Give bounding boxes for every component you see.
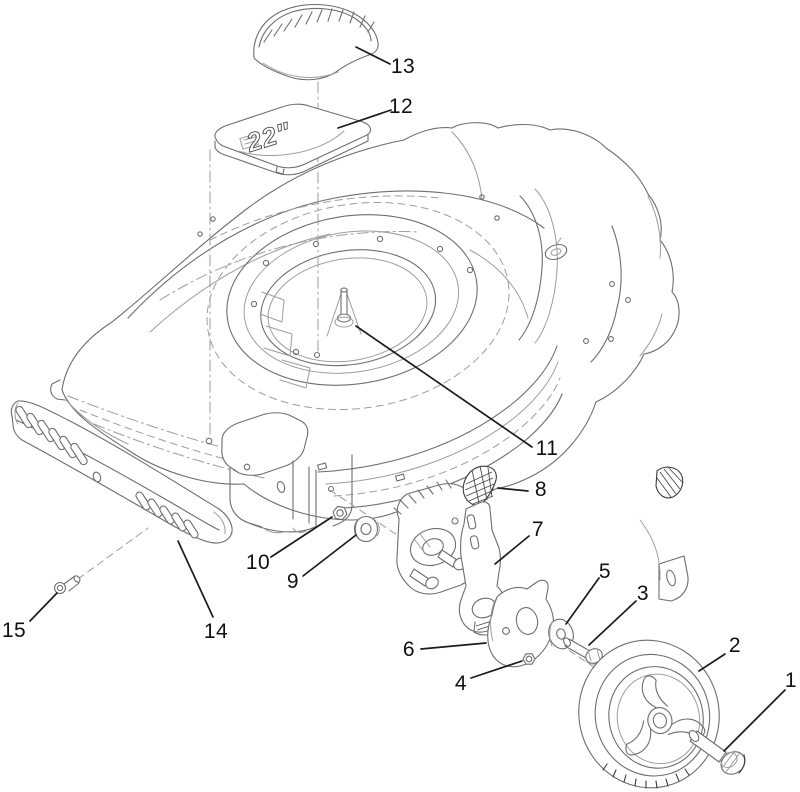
callout-6: 6 [402, 638, 416, 661]
callout-13: 13 [390, 55, 416, 78]
callout-9: 9 [286, 570, 300, 593]
leader-2 [698, 653, 726, 672]
leader-13 [355, 46, 391, 65]
callout-8: 8 [534, 478, 548, 501]
leader-3 [588, 600, 637, 646]
leader-7 [494, 535, 530, 565]
nut-4-drawing [522, 653, 536, 665]
blade-bolt-drawing [313, 287, 362, 359]
wheel-bracket-drawing [487, 579, 555, 668]
callout-10: 10 [245, 551, 271, 574]
front-bumper-drawing [10, 400, 233, 544]
bushing-9-drawing [353, 515, 380, 543]
leader-12 [337, 109, 392, 129]
leader-15 [29, 592, 58, 622]
callout-1: 1 [784, 669, 798, 692]
callout-11: 11 [535, 437, 559, 460]
adjuster-knob-drawing [462, 465, 497, 507]
cover-plate-drawing: 22″ [214, 103, 372, 176]
callout-15: 15 [1, 619, 27, 642]
callout-7: 7 [531, 518, 545, 541]
callout-5: 5 [598, 560, 612, 583]
callout-12: 12 [388, 95, 414, 118]
callout-4: 4 [454, 672, 468, 695]
wheel-drawing [578, 639, 720, 789]
bolt-1-drawing [688, 730, 746, 775]
deck-housing-drawing [50, 122, 689, 602]
leader-6 [420, 642, 487, 650]
callout-3: 3 [636, 582, 650, 605]
leader-4 [470, 660, 523, 679]
assembly-axis-lines [77, 81, 626, 689]
leader-8 [497, 487, 529, 492]
leader-1 [723, 689, 786, 752]
leader-lines [29, 46, 786, 752]
callout-14: 14 [203, 620, 229, 643]
leader-5 [565, 577, 600, 625]
leader-14 [177, 540, 214, 618]
leader-11 [355, 325, 533, 448]
nut-10-drawing [332, 505, 348, 521]
discharge-cover-drawing [253, 3, 379, 81]
adjuster-arm-drawing [458, 501, 506, 636]
screw-15-drawing [53, 575, 81, 595]
leader-10 [270, 516, 333, 558]
callout-2: 2 [728, 634, 742, 657]
leader-9 [302, 534, 357, 577]
bolt-3-drawing [563, 637, 603, 665]
